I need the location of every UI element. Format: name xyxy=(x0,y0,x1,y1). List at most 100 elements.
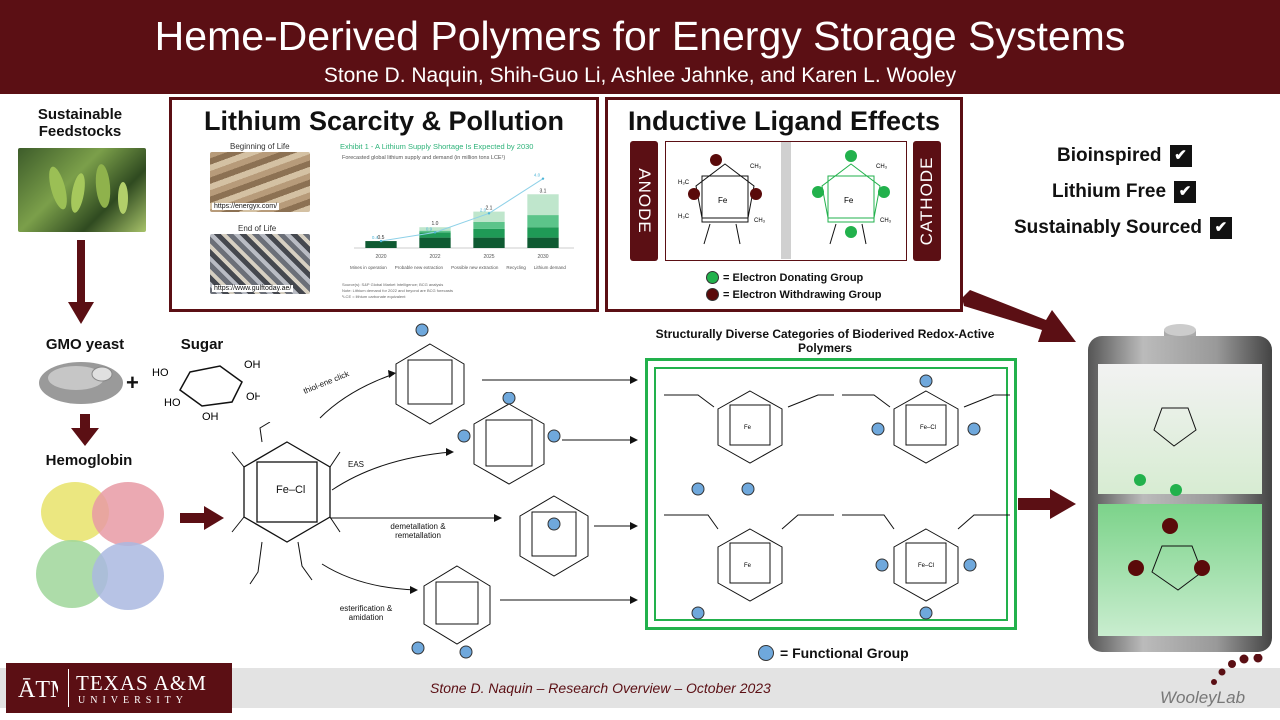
wooley-lab-logo: WooleyLab xyxy=(1160,688,1246,707)
footer-text: Stone D. Naquin – Research Overview – Oc… xyxy=(430,680,771,696)
ligand-comparison-box: Fe H₃C CH₃ H₃C CH₃ Fe CH₃ CH₃ xyxy=(665,141,907,261)
exhibit-title: Exhibit 1 - A Lithium Supply Shortage Is… xyxy=(340,142,534,151)
bar-segment xyxy=(527,215,559,228)
arrows-to-polymers xyxy=(482,376,638,604)
functional-group-legend: = Functional Group xyxy=(758,645,909,661)
battery-waste-photo: https://www.gulftoday.ae/ xyxy=(210,234,310,294)
benefit-bioinspired: Bioinspired ✔ xyxy=(1057,145,1192,167)
arrow-thiol-ene xyxy=(319,370,396,419)
svg-text:Fe: Fe xyxy=(744,563,752,569)
legend-demand: Lithium demand xyxy=(533,265,566,270)
svg-text:Fe: Fe xyxy=(718,196,728,205)
demetallation-label: demetallation & remetallation xyxy=(390,522,446,540)
feedstock-title: Sustainable Feedstocks xyxy=(37,106,123,140)
legend-possible: Possible new extraction xyxy=(451,265,499,270)
bar-segment xyxy=(473,237,505,248)
eas-product-structure xyxy=(457,392,561,485)
bar-segment xyxy=(473,222,505,229)
ligand-panel-title: Inductive Ligand Effects xyxy=(627,106,941,136)
withdrawing-legend: = Electron Withdrawing Group xyxy=(706,288,882,301)
bar-segment xyxy=(419,227,451,231)
atm-logo-icon: ĀTM xyxy=(18,677,58,703)
arrow-to-battery xyxy=(962,290,1076,342)
lithium-panel-title: Lithium Scarcity & Pollution xyxy=(203,106,565,136)
chart-legend: Mines in operation Probable new extracti… xyxy=(350,265,566,270)
gmo-yeast-label: GMO yeast xyxy=(45,336,125,353)
beginning-of-life-label: Beginning of Life xyxy=(230,142,290,151)
arrow-eas xyxy=(331,448,454,491)
svg-text:HO: HO xyxy=(152,367,169,379)
tamu-logo-text: TEXAS A&M xyxy=(76,671,207,695)
legend-recycling: Recycling xyxy=(506,265,526,270)
svg-text:ĀTM: ĀTM xyxy=(18,677,58,703)
right-arrow-hemoglobin xyxy=(180,506,224,530)
bar-segment xyxy=(419,237,451,248)
donating-legend: = Electron Donating Group xyxy=(706,271,863,284)
down-arrow-yeast xyxy=(71,414,99,446)
battery-illustration xyxy=(1088,324,1272,652)
demetallated-product-structure xyxy=(519,495,589,577)
heme-structure xyxy=(231,422,341,585)
checkbox-checked-icon: ✔ xyxy=(1209,217,1232,239)
ligand-panel: Inductive Ligand Effects ANODE CATHODE F… xyxy=(605,97,963,312)
demand-label: 0.4 xyxy=(372,235,379,240)
demand-point xyxy=(379,239,383,243)
polymers-title: Structurally Diverse Categories of Biode… xyxy=(655,327,995,355)
checkbox-checked-icon: ✔ xyxy=(1169,145,1192,167)
wooley-lab-dots-icon xyxy=(1211,654,1263,685)
demand-label: 2.0 xyxy=(480,207,487,212)
glucose-structure: HO OH OH HO OH xyxy=(152,359,260,423)
soybean-photo xyxy=(18,148,146,232)
x-tick-label: 2025 xyxy=(483,254,494,260)
source-note: Source(s): S&P Global Market Intelligenc… xyxy=(342,282,444,287)
mine-photo: https://energyx.com/ xyxy=(210,152,310,212)
author-list: Stone D. Naquin, Shih-Guo Li, Ashlee Jah… xyxy=(323,64,957,87)
tamu-logo: ĀTM TEXAS A&M UNIVERSITY xyxy=(6,663,232,713)
benefit-lithium-free: Lithium Free ✔ xyxy=(1052,181,1197,203)
benefit-sustainably-sourced: Sustainably Sourced ✔ xyxy=(1014,217,1232,239)
svg-text:OH: OH xyxy=(202,411,219,423)
x-tick-label: 2030 xyxy=(537,254,548,260)
arrow-demetallation xyxy=(330,514,502,522)
svg-text:HO: HO xyxy=(164,397,181,409)
demand-label: 0.9 xyxy=(426,226,433,231)
yeast-cell-icon xyxy=(39,362,123,404)
esterification-label: esterification & amidation xyxy=(339,604,393,622)
bar-total-label: 2.1 xyxy=(486,206,493,212)
hemoglobin-protein-image xyxy=(36,482,164,610)
exhibit-subtitle: Forecasted global lithium supply and dem… xyxy=(342,155,506,161)
x-tick-label: 2020 xyxy=(375,254,386,260)
demand-point xyxy=(433,231,437,234)
svg-text:H₃C: H₃C xyxy=(678,180,690,186)
hemoglobin-label: Hemoglobin xyxy=(45,452,133,469)
polymer-ester-1: Fe xyxy=(664,514,834,620)
bar-total-label: 3.1 xyxy=(540,188,547,194)
anode-porphyrin: Fe H₃C CH₃ H₃C CH₃ xyxy=(678,154,766,245)
bar-segment xyxy=(527,194,559,216)
svg-text:Fe–Cl: Fe–Cl xyxy=(920,425,936,431)
bar-segment xyxy=(419,232,451,238)
polymer-thioether-2: Fe–Cl xyxy=(842,374,1010,464)
end-url: https://www.gulftoday.ae/ xyxy=(212,285,294,292)
demand-point xyxy=(487,212,491,215)
svg-text:H₃C: H₃C xyxy=(678,214,690,220)
checkbox-checked-icon: ✔ xyxy=(1174,181,1197,203)
svg-text:Fe–Cl: Fe–Cl xyxy=(918,563,934,569)
svg-text:CH₃: CH₃ xyxy=(750,164,762,170)
svg-text:OH: OH xyxy=(246,391,260,403)
legend-probable: Probable new extraction xyxy=(394,265,444,270)
demand-label: 4.0 xyxy=(534,173,541,178)
eas-label: EAS xyxy=(348,460,365,469)
polymer-inner-border xyxy=(654,367,1008,621)
blue-dot-icon xyxy=(758,645,774,661)
down-arrow-feedstock xyxy=(68,240,94,324)
ester-product-structure xyxy=(411,565,491,659)
arrow-polymers-to-battery xyxy=(1018,489,1076,519)
anode-label: ANODE xyxy=(630,141,658,261)
cathode-label: CATHODE xyxy=(913,141,941,261)
demand-line xyxy=(380,178,544,242)
svg-text:OH: OH xyxy=(244,359,260,371)
bar-segment xyxy=(365,241,397,248)
beginning-url: https://energyx.com/ xyxy=(212,203,280,210)
